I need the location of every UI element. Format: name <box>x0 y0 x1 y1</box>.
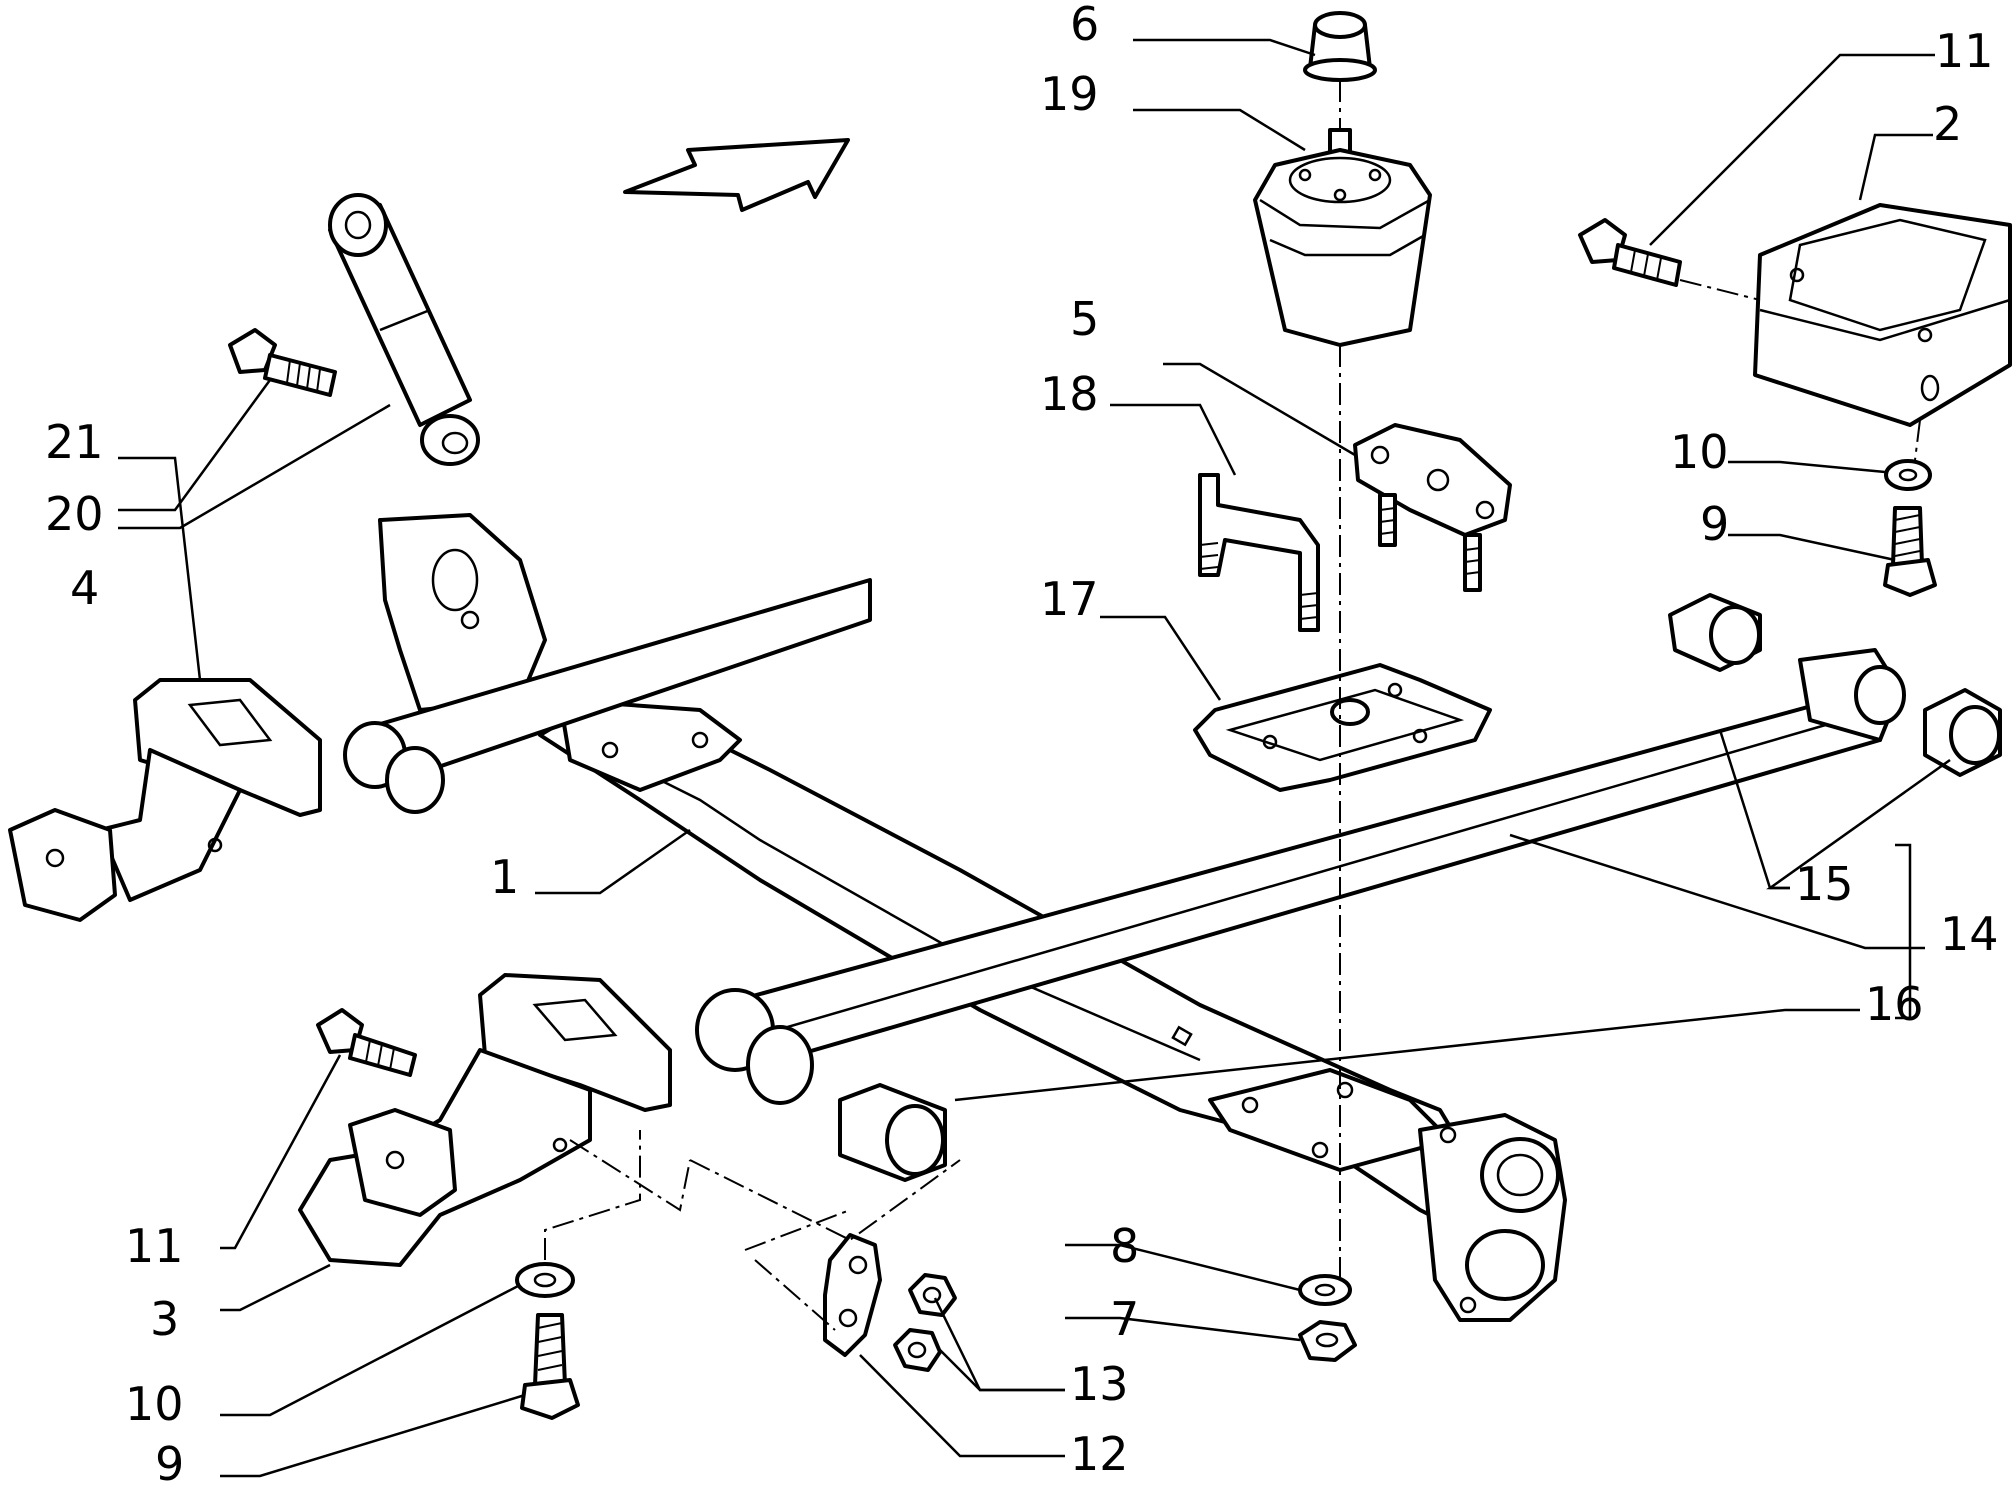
label-10b: 10 <box>125 1377 184 1431</box>
label-3: 3 <box>150 1292 179 1346</box>
label-17: 17 <box>1040 572 1099 626</box>
part-4-mounting-bracket <box>8 678 322 922</box>
part-14-bushing <box>838 1083 947 1182</box>
part-16-leaf-spring <box>343 578 1906 1105</box>
label-18: 18 <box>1040 367 1099 421</box>
label-5: 5 <box>1070 292 1099 346</box>
direction-arrow-icon <box>623 138 850 212</box>
part-12-shackle-plate <box>823 1233 882 1357</box>
label-19: 19 <box>1040 67 1099 121</box>
part-6-cap <box>1303 11 1377 82</box>
callout-labels: 1 2 3 4 5 6 7 8 9 9 10 10 11 11 12 13 14… <box>45 0 1999 1485</box>
part-13-nut <box>893 1273 957 1372</box>
part-19-rubber-buffer <box>1253 128 1432 347</box>
label-10a: 10 <box>1670 425 1729 479</box>
label-9b: 9 <box>155 1437 184 1485</box>
part-15-bushing <box>1668 593 2002 777</box>
label-12: 12 <box>1070 1427 1129 1481</box>
label-11b: 11 <box>125 1219 184 1273</box>
label-16: 16 <box>1865 977 1924 1031</box>
label-21: 21 <box>45 415 104 469</box>
part-5-spring-plate <box>1353 423 1512 592</box>
part-2-mounting-bracket <box>1753 203 2012 427</box>
part-7-nut <box>1298 1320 1357 1362</box>
part-1-axle-beam <box>378 513 1567 1322</box>
label-8: 8 <box>1110 1219 1139 1273</box>
part-9-bolt-lower <box>520 1313 580 1420</box>
part-21-bolt <box>228 328 337 397</box>
part-3-mounting-bracket <box>298 973 672 1267</box>
part-11-bolt <box>316 218 1682 1077</box>
part-10-washer <box>1884 459 1932 491</box>
assembly-center-lines <box>544 80 1921 1331</box>
part-20-shock-absorber <box>328 193 480 466</box>
leader-lines <box>118 38 1951 1478</box>
part-8-washer <box>1298 1274 1352 1306</box>
label-14: 14 <box>1940 907 1999 961</box>
part-10-washer-lower <box>515 1262 575 1298</box>
label-4: 4 <box>70 561 99 615</box>
label-7: 7 <box>1110 1292 1139 1346</box>
label-9a: 9 <box>1700 497 1729 551</box>
part-18-u-bolt <box>1198 473 1320 632</box>
label-13: 13 <box>1070 1357 1129 1411</box>
part-17-spring-pad <box>1193 663 1492 792</box>
label-11a: 11 <box>1935 24 1994 78</box>
part-9-bolt <box>1883 506 1937 597</box>
label-20: 20 <box>45 487 104 541</box>
label-6: 6 <box>1070 0 1099 51</box>
label-1: 1 <box>490 850 519 904</box>
label-2: 2 <box>1933 97 1962 151</box>
label-15: 15 <box>1795 857 1854 911</box>
